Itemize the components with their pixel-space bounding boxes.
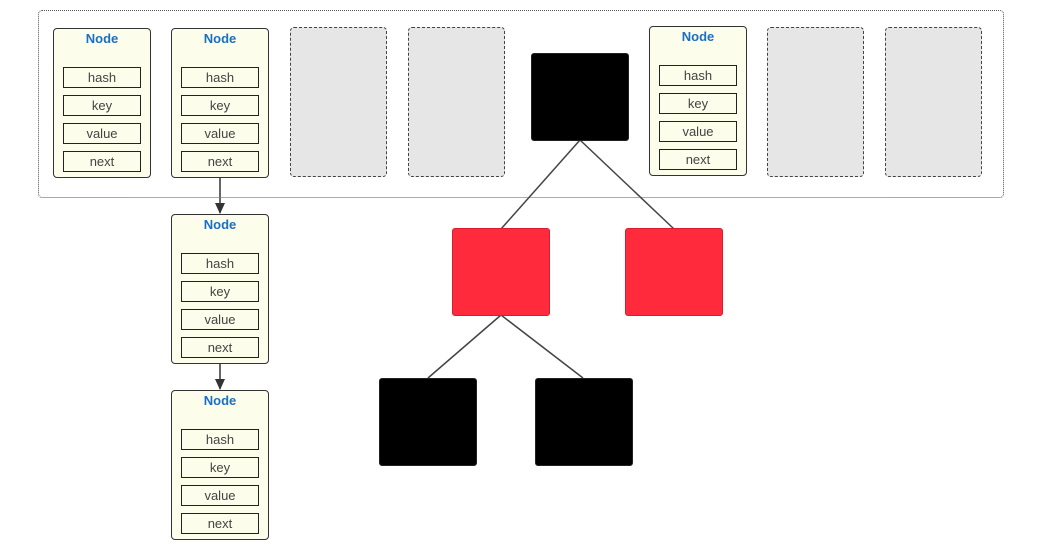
hash-field: hash [181,67,259,88]
empty-bucket-slot [290,27,387,177]
node-title: Node [203,217,237,232]
value-field: value [181,485,259,506]
next-field: next [181,337,259,358]
next-arrow-1-head [215,203,225,214]
hash-field: hash [63,67,141,88]
bucket-array [38,10,1004,198]
node-title: Node [203,31,237,46]
bucket-node-3: Node hash key value next [649,26,747,176]
tree-node-left-red [452,228,550,316]
tree-node-leftright-black [535,378,633,466]
bucket-node-2: Node hash key value next [171,28,269,178]
key-field: key [659,93,737,114]
tree-edge-left-leftright [500,314,584,379]
chained-node-1: Node hash key value next [171,214,269,364]
node-title: Node [203,393,237,408]
node-title: Node [681,29,715,44]
value-field: value [63,123,141,144]
next-field: next [659,149,737,170]
tree-node-root-black [531,53,629,141]
hash-field: hash [181,429,259,450]
key-field: key [181,281,259,302]
key-field: key [63,95,141,116]
bucket-node-1: Node hash key value next [53,28,151,178]
empty-bucket-slot [885,27,982,177]
value-field: value [659,121,737,142]
empty-bucket-slot [408,27,505,177]
key-field: key [181,457,259,478]
hash-field: hash [659,65,737,86]
tree-edge-root-right [579,139,675,230]
tree-node-right-red [625,228,723,316]
value-field: value [181,309,259,330]
tree-edge-left-leftleft [427,314,502,379]
node-title: Node [85,31,119,46]
next-arrow-2-head [215,379,225,390]
key-field: key [181,95,259,116]
next-field: next [181,513,259,534]
next-field: next [181,151,259,172]
empty-bucket-slot [767,27,864,177]
next-field: next [63,151,141,172]
tree-node-leftleft-black [379,378,477,466]
value-field: value [181,123,259,144]
tree-edge-root-left [500,139,581,230]
chained-node-2: Node hash key value next [171,390,269,540]
hash-field: hash [181,253,259,274]
